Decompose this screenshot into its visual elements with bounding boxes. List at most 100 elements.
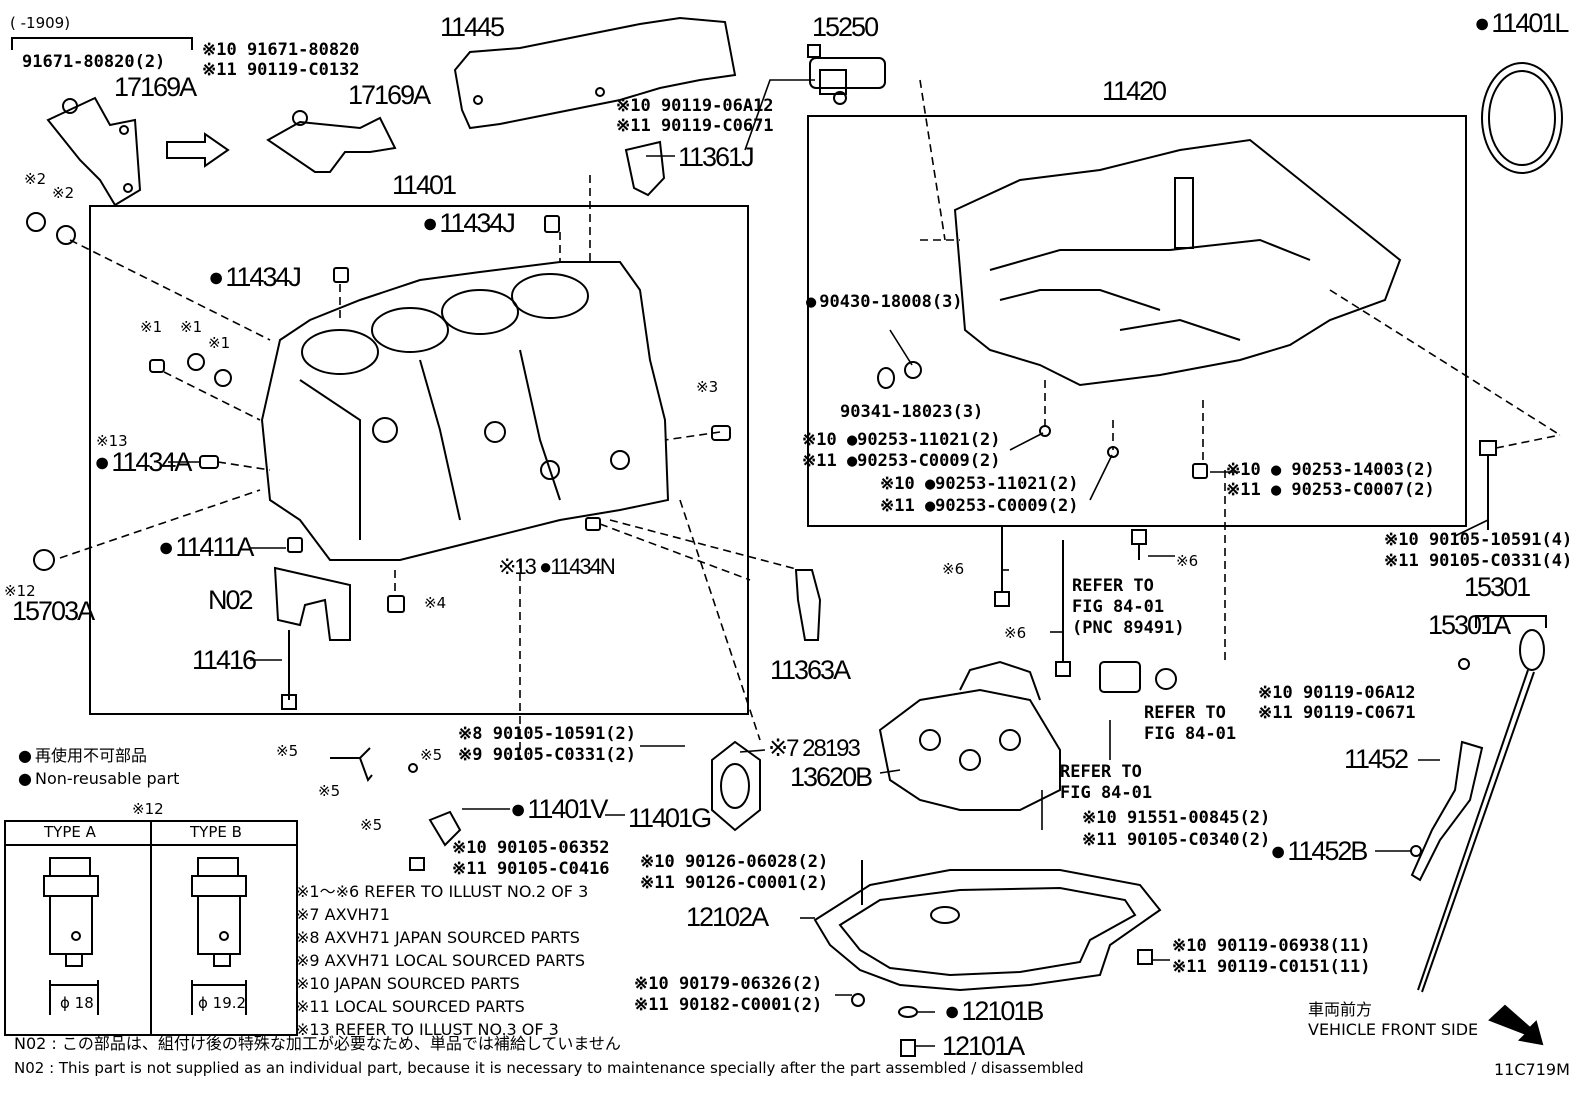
type-b-diameter: ϕ 19.2 (198, 994, 247, 1012)
callout-11361J: 11361J (678, 142, 755, 172)
callout-mark6b: ※6 (1004, 624, 1027, 642)
callout-15250: 15250 (812, 12, 879, 42)
callout-mark6a: ※6 (942, 560, 965, 578)
callout-N02: N02 (208, 585, 254, 615)
crankcase-group-frame (807, 115, 1467, 527)
callout-90105-c0340: ※11 90105-C0340(2) (1082, 830, 1271, 850)
callout-mark1c: ※1 (208, 334, 231, 352)
n02-note-en: N02 : This part is not supplied as an in… (14, 1059, 1084, 1077)
bolt-90119-oilpan-drawing (1137, 949, 1153, 965)
sensor-11401V-drawing (428, 810, 462, 847)
type-box-header-rule (4, 844, 296, 846)
callout-90105-06352: ※10 90105-06352 (452, 838, 610, 858)
vehicle-front-arrow-icon (1488, 1004, 1544, 1046)
callout-90179-10: ※10 90179-06326(2) (634, 974, 823, 994)
type-box-header: ※12 (132, 800, 164, 818)
footnote-item: ※13 REFER TO ILLUST NO.3 OF 3 (296, 1020, 559, 1039)
gasket-28193-drawing (711, 740, 761, 832)
callout-11434A: 11434A (94, 447, 192, 477)
callout-mark3: ※3 (696, 378, 719, 396)
callout-90105-810: ※8 90105-10591(2) (458, 724, 637, 744)
callout-bolt-10a: ※10 91671-80820 (202, 40, 360, 60)
callout-bolt-11c: ※11 90119-C0671 (1258, 703, 1416, 723)
callout-90126-11: ※11 90126-C0001(2) (640, 873, 829, 893)
callout-90253-b10: ※10 ●90253-11021(2) (880, 474, 1079, 494)
callout-90253-a11: ※11 ●90253-C0009(2) (802, 451, 1001, 471)
footnote-item: ※11 LOCAL SOURCED PARTS (296, 997, 525, 1016)
callout-17169A-right: 17169A (348, 80, 431, 110)
callout-mark6c: ※6 (1176, 552, 1199, 570)
callout-11434J-b-text: 11434J (225, 262, 302, 292)
bracket-17169A-right-drawing (266, 110, 397, 173)
callout-11434N: ※13 ●11434N (498, 554, 616, 579)
type-b-plug-drawing (191, 857, 247, 1015)
callout-90105-911: ※9 90105-C0331(2) (458, 745, 637, 765)
callout-90126-10: ※10 90126-06028(2) (640, 852, 829, 872)
dipstick-guide-11452-drawing (1410, 740, 1484, 882)
callout-12102A: 12102A (686, 902, 769, 932)
bracket-17169A-frame (11, 37, 193, 50)
callout-mark1a: ※1 (140, 318, 163, 336)
legend-jp-text: 再使用不可部品 (34, 746, 147, 765)
callout-11401V-text: 11401V (527, 794, 608, 824)
callout-bolt-11b: ※11 90119-C0671 (616, 116, 774, 136)
callout-refer3b: FIG 84-01 (1060, 783, 1153, 803)
wire-clamp-drawing (330, 747, 373, 783)
callout-bolt-11a: ※11 90119-C0132 (202, 60, 360, 80)
callout-mark5d: ※5 (360, 816, 383, 834)
footnote-list: ※1～※6 REFER TO ILLUST NO.2 OF 3 ※7 AXVH7… (296, 882, 588, 1040)
sensor-89491-drawing (1099, 661, 1177, 693)
sensor-15250-drawing (807, 44, 886, 105)
drain-plug-drawing (898, 1006, 918, 1057)
type-a-diameter: ϕ 18 (60, 994, 94, 1012)
bracket-15301-frame (1475, 615, 1547, 628)
callout-15703A: 15703A (12, 596, 95, 626)
callout-11445: 11445 (440, 12, 505, 42)
callout-90105-r11: ※11 90105-C0331(4) (1384, 551, 1573, 571)
type-a-label: TYPE A (44, 823, 96, 841)
callout-17169A-left: 17169A (114, 72, 197, 102)
legend-en: Non-reusable part (18, 769, 179, 789)
callout-refer2b: FIG 84-01 (1144, 724, 1237, 744)
callout-11434J-b: 11434J (208, 262, 302, 292)
callout-11452B-text: 11452B (1287, 836, 1368, 866)
footnote-item: ※10 JAPAN SOURCED PARTS (296, 974, 520, 993)
cover-11445-drawing (453, 16, 737, 130)
callout-90119-11: ※11 90119-C0151(11) (1172, 957, 1371, 977)
callout-refer1: REFER TO (1072, 576, 1154, 596)
top-date-note: ( -1909) (10, 14, 71, 32)
cylinder-block-drawing (260, 261, 670, 561)
callout-90253-c10: ※10 ● 90253-14003(2) (1226, 460, 1435, 480)
callout-11420: 11420 (1102, 76, 1167, 106)
callout-11452B: 11452B (1270, 836, 1368, 866)
callout-11401: 11401 (392, 170, 457, 200)
o-ring-11452B-drawing (1410, 845, 1422, 857)
callout-90341: 90341-18023(3) (840, 402, 984, 422)
legend-en-text: Non-reusable part (34, 769, 180, 788)
bolt-11416-drawing (281, 630, 297, 710)
callout-90430-text: 90430-18008(3) (819, 292, 963, 312)
footnote-item: ※7 AXVH71 (296, 905, 390, 924)
oil-seal-11401L-drawing (1481, 62, 1563, 174)
callout-mark5b: ※5 (420, 746, 443, 764)
footnote-item: ※1～※6 REFER TO ILLUST NO.2 OF 3 (296, 882, 589, 901)
nut-90179-drawing (851, 993, 865, 1007)
callout-bolt-10b: ※10 90119-06A12 (616, 96, 774, 116)
callout-11434J-a: 11434J (422, 208, 516, 238)
callout-12101A: 12101A (942, 1031, 1025, 1061)
oil-pan-12102A-drawing (813, 869, 1162, 992)
callout-11434A-text: 11434A (111, 447, 192, 477)
callout-11401V: 11401V (510, 794, 608, 824)
callout-refer1c: (PNC 89491) (1072, 618, 1185, 638)
callout-refer1b: FIG 84-01 (1072, 597, 1165, 617)
callout-mark2a: ※2 (24, 170, 47, 188)
callout-mark5c: ※5 (318, 782, 341, 800)
callout-90182-11: ※11 90182-C0001(2) (634, 995, 823, 1015)
callout-90430: 90430-18008(3) (806, 292, 963, 312)
callout-12101B-text: 12101B (961, 996, 1044, 1026)
dipstick-15301-drawing (1417, 629, 1545, 993)
bolt-90105-06352-drawing (409, 857, 425, 871)
callout-90119-10: ※10 90119-06938(11) (1172, 936, 1371, 956)
crankcase-11420-drawing (953, 138, 1402, 387)
callout-refer2: REFER TO (1144, 703, 1226, 723)
